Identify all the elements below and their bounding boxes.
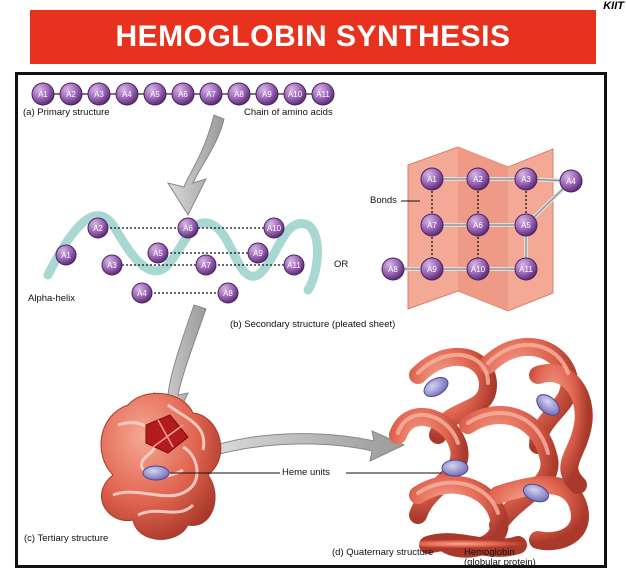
helix-bead-a7: A7 bbox=[195, 254, 217, 276]
primary-bead-a4: A4 bbox=[115, 82, 139, 106]
arrow-tertiary-to-quaternary bbox=[215, 430, 406, 462]
primary-bead-a7-label: A7 bbox=[206, 90, 216, 99]
primary-bead-a5: A5 bbox=[143, 82, 167, 106]
primary-bead-a9: A9 bbox=[255, 82, 279, 106]
bonds-label: Bonds bbox=[370, 195, 397, 206]
logo: KIIT bbox=[603, 0, 624, 12]
helix-bead-a11-label: A11 bbox=[287, 261, 301, 270]
primary-bead-a2: A2 bbox=[59, 82, 83, 106]
chain-of-amino-acids-label: Chain of amino acids bbox=[244, 107, 333, 118]
helix-bead-a10-label: A10 bbox=[267, 224, 282, 233]
primary-bead-a11: A11 bbox=[311, 82, 335, 106]
helix-bead-a6: A6 bbox=[177, 217, 199, 239]
sheet-bead-a2: A2 bbox=[466, 167, 490, 191]
primary-bead-a6: A6 bbox=[171, 82, 195, 106]
heme-units-label: Heme units bbox=[282, 467, 331, 478]
helix-bead-a1: A1 bbox=[55, 244, 77, 266]
quaternary-structure bbox=[389, 338, 593, 558]
primary-bead-a6-label: A6 bbox=[178, 90, 188, 99]
helix-bead-a5: A5 bbox=[147, 242, 169, 264]
sheet-bead-a6-label: A6 bbox=[473, 221, 483, 230]
helix-bead-a11: A11 bbox=[283, 254, 305, 276]
primary-chain: A1 A2 A3 A4 A5 A6 A7 A8 A9 A10 A11 bbox=[31, 82, 335, 106]
helix-bead-a10: A10 bbox=[263, 217, 285, 239]
helix-bead-a4-label: A4 bbox=[137, 289, 147, 298]
primary-bead-a5-label: A5 bbox=[150, 90, 160, 99]
sheet-bead-a7-label: A7 bbox=[427, 221, 437, 230]
sheet-bead-a8-label: A8 bbox=[388, 265, 398, 274]
primary-bead-a10: A10 bbox=[283, 82, 307, 106]
primary-bead-a10-label: A10 bbox=[288, 90, 303, 99]
quaternary-structure-caption: (d) Quaternary structure bbox=[332, 547, 434, 558]
heme-disc-1 bbox=[423, 377, 449, 397]
sheet-bead-a1: A1 bbox=[420, 167, 444, 191]
helix-bead-a1-label: A1 bbox=[61, 251, 71, 260]
helix-bead-a8-label: A8 bbox=[223, 289, 233, 298]
primary-bead-a11-label: A11 bbox=[316, 90, 330, 99]
helix-bead-a9: A9 bbox=[247, 242, 269, 264]
globular-protein-label: (globular protein) bbox=[464, 557, 536, 568]
sheet-bead-a11: A11 bbox=[514, 257, 538, 281]
sheet-bead-a10-label: A10 bbox=[471, 265, 486, 274]
sheet-bead-a3: A3 bbox=[514, 167, 538, 191]
heme-disc-4 bbox=[522, 483, 550, 503]
secondary-structure-caption: (b) Secondary structure (pleated sheet) bbox=[230, 319, 396, 330]
sheet-bead-a5: A5 bbox=[514, 213, 538, 237]
sheet-bead-a4-label: A4 bbox=[566, 177, 576, 186]
sheet-bead-a8: A8 bbox=[381, 257, 405, 281]
helix-bead-a3-label: A3 bbox=[107, 261, 117, 270]
helix-bead-a2: A2 bbox=[87, 217, 109, 239]
arrow-primary-to-secondary bbox=[166, 114, 225, 217]
primary-bead-a2-label: A2 bbox=[66, 90, 76, 99]
sheet-bead-a4: A4 bbox=[559, 169, 583, 193]
heme-disc-tertiary bbox=[142, 465, 170, 481]
sheet-bead-a3-label: A3 bbox=[521, 175, 531, 184]
hemoglobin-label: Hemoglobin bbox=[464, 547, 515, 558]
heme-disc-2 bbox=[536, 394, 560, 416]
sheet-bead-a9: A9 bbox=[420, 257, 444, 281]
sheet-bead-a10: A10 bbox=[466, 257, 490, 281]
primary-bead-a1-label: A1 bbox=[38, 90, 48, 99]
helix-bead-a5-label: A5 bbox=[153, 249, 163, 258]
sheet-bead-a2-label: A2 bbox=[473, 175, 483, 184]
helix-bead-a8: A8 bbox=[217, 282, 239, 304]
sheet-bead-a9-label: A9 bbox=[427, 265, 437, 274]
helix-bead-a2-label: A2 bbox=[93, 224, 103, 233]
tertiary-structure bbox=[100, 392, 222, 540]
primary-bead-a3: A3 bbox=[87, 82, 111, 106]
primary-structure-caption: (a) Primary structure bbox=[23, 107, 110, 118]
helix-bead-a4: A4 bbox=[131, 282, 153, 304]
sheet-bead-a7: A7 bbox=[420, 213, 444, 237]
sheet-bead-a6: A6 bbox=[466, 213, 490, 237]
primary-bead-a3-label: A3 bbox=[94, 90, 104, 99]
alpha-helix-label: Alpha-helix bbox=[28, 293, 75, 304]
page-title: HEMOGLOBIN SYNTHESIS bbox=[115, 20, 511, 53]
primary-bead-a7: A7 bbox=[199, 82, 223, 106]
primary-bead-a1: A1 bbox=[31, 82, 55, 106]
primary-bead-a9-label: A9 bbox=[262, 90, 272, 99]
primary-bead-a8: A8 bbox=[227, 82, 251, 106]
tertiary-structure-caption: (c) Tertiary structure bbox=[24, 533, 109, 544]
helix-bead-a9-label: A9 bbox=[253, 249, 263, 258]
helix-bead-a7-label: A7 bbox=[201, 261, 211, 270]
sheet-bead-a1-label: A1 bbox=[427, 175, 437, 184]
heme-disc-3 bbox=[441, 459, 469, 477]
helix-bead-a6-label: A6 bbox=[183, 224, 193, 233]
or-label: OR bbox=[334, 259, 349, 270]
primary-bead-a8-label: A8 bbox=[234, 90, 244, 99]
title-banner: HEMOGLOBIN SYNTHESIS bbox=[30, 10, 596, 64]
helix-bead-a3: A3 bbox=[101, 254, 123, 276]
primary-bead-a4-label: A4 bbox=[122, 90, 132, 99]
sheet-bead-a5-label: A5 bbox=[521, 221, 531, 230]
sheet-bead-a11-label: A11 bbox=[519, 265, 533, 274]
